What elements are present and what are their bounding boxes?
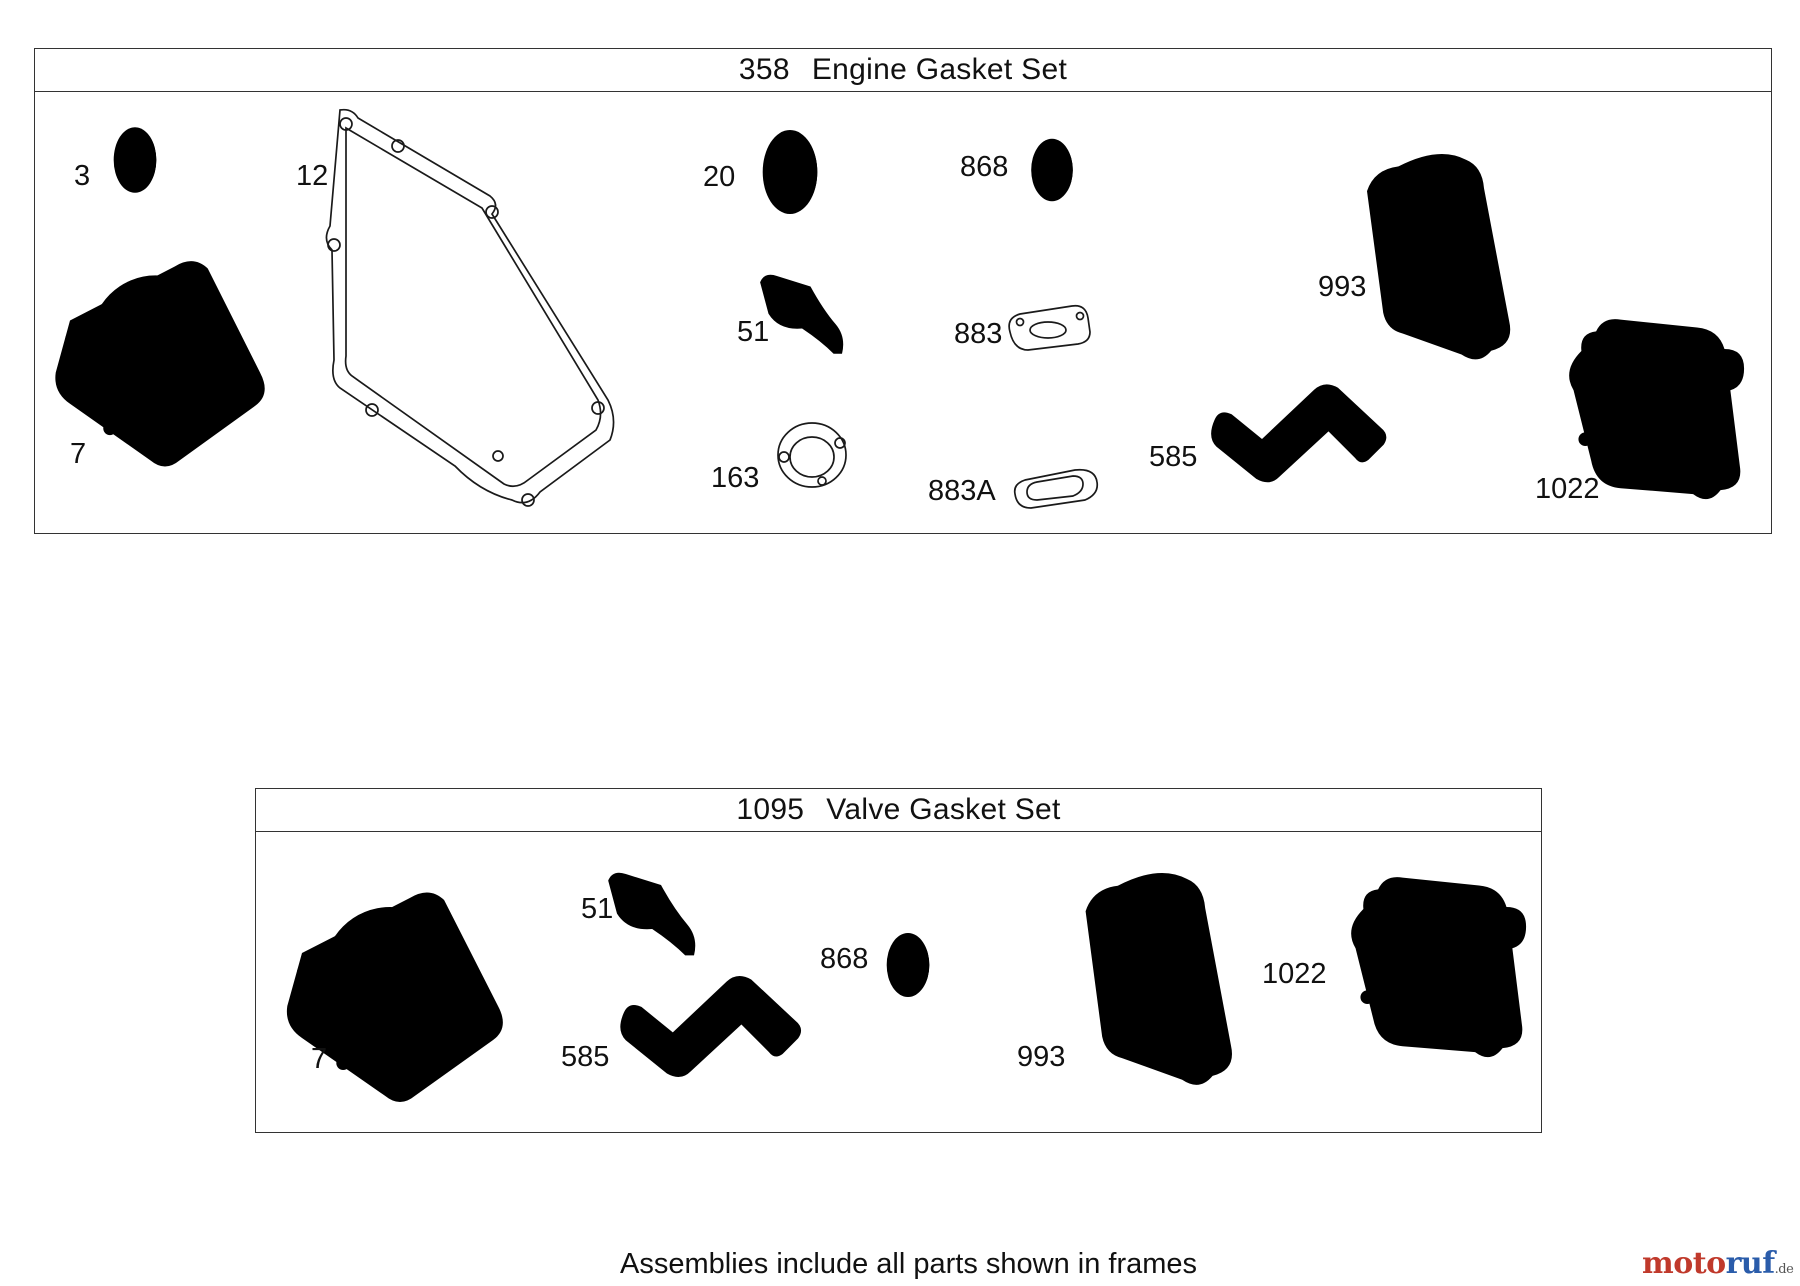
logo-part1: moto xyxy=(1642,1246,1726,1281)
valve-callout-7: 7 xyxy=(311,1043,328,1075)
valve-callout-868: 868 xyxy=(820,943,869,975)
valve-gasket-set-title: 1095 Valve Gasket Set xyxy=(256,789,1541,832)
engine-callout-12: 12 xyxy=(296,160,329,192)
logo-tld: .de xyxy=(1774,1262,1794,1277)
footer-note: Assemblies include all parts shown in fr… xyxy=(620,1248,1198,1280)
engine-callout-7: 7 xyxy=(70,438,87,470)
valve-set-number: 1095 xyxy=(736,793,805,826)
valve-set-title: Valve Gasket Set xyxy=(826,793,1061,826)
engine-set-title: Engine Gasket Set xyxy=(811,53,1068,86)
engine-callout-3: 3 xyxy=(74,160,91,192)
valve-callout-1022: 1022 xyxy=(1262,958,1327,990)
valve-callout-585: 585 xyxy=(561,1041,610,1073)
engine-callout-993: 993 xyxy=(1318,271,1367,303)
engine-set-number: 358 xyxy=(738,53,790,86)
engine-callout-1022: 1022 xyxy=(1535,473,1600,505)
engine-callout-51: 51 xyxy=(737,316,770,348)
valve-callout-993: 993 xyxy=(1017,1041,1066,1073)
engine-callout-868: 868 xyxy=(960,151,1009,183)
engine-callout-163: 163 xyxy=(711,462,760,494)
engine-callout-883: 883 xyxy=(954,318,1003,350)
logo-part2: ruf xyxy=(1725,1246,1776,1281)
engine-gasket-set-title: 358 Engine Gasket Set xyxy=(35,49,1771,92)
engine-callout-585: 585 xyxy=(1149,441,1198,473)
valve-callout-51: 51 xyxy=(581,893,614,925)
engine-callout-883A: 883A xyxy=(928,475,996,507)
motoruf-logo: motoruf.de xyxy=(1642,1246,1794,1281)
engine-callout-20: 20 xyxy=(703,161,736,193)
